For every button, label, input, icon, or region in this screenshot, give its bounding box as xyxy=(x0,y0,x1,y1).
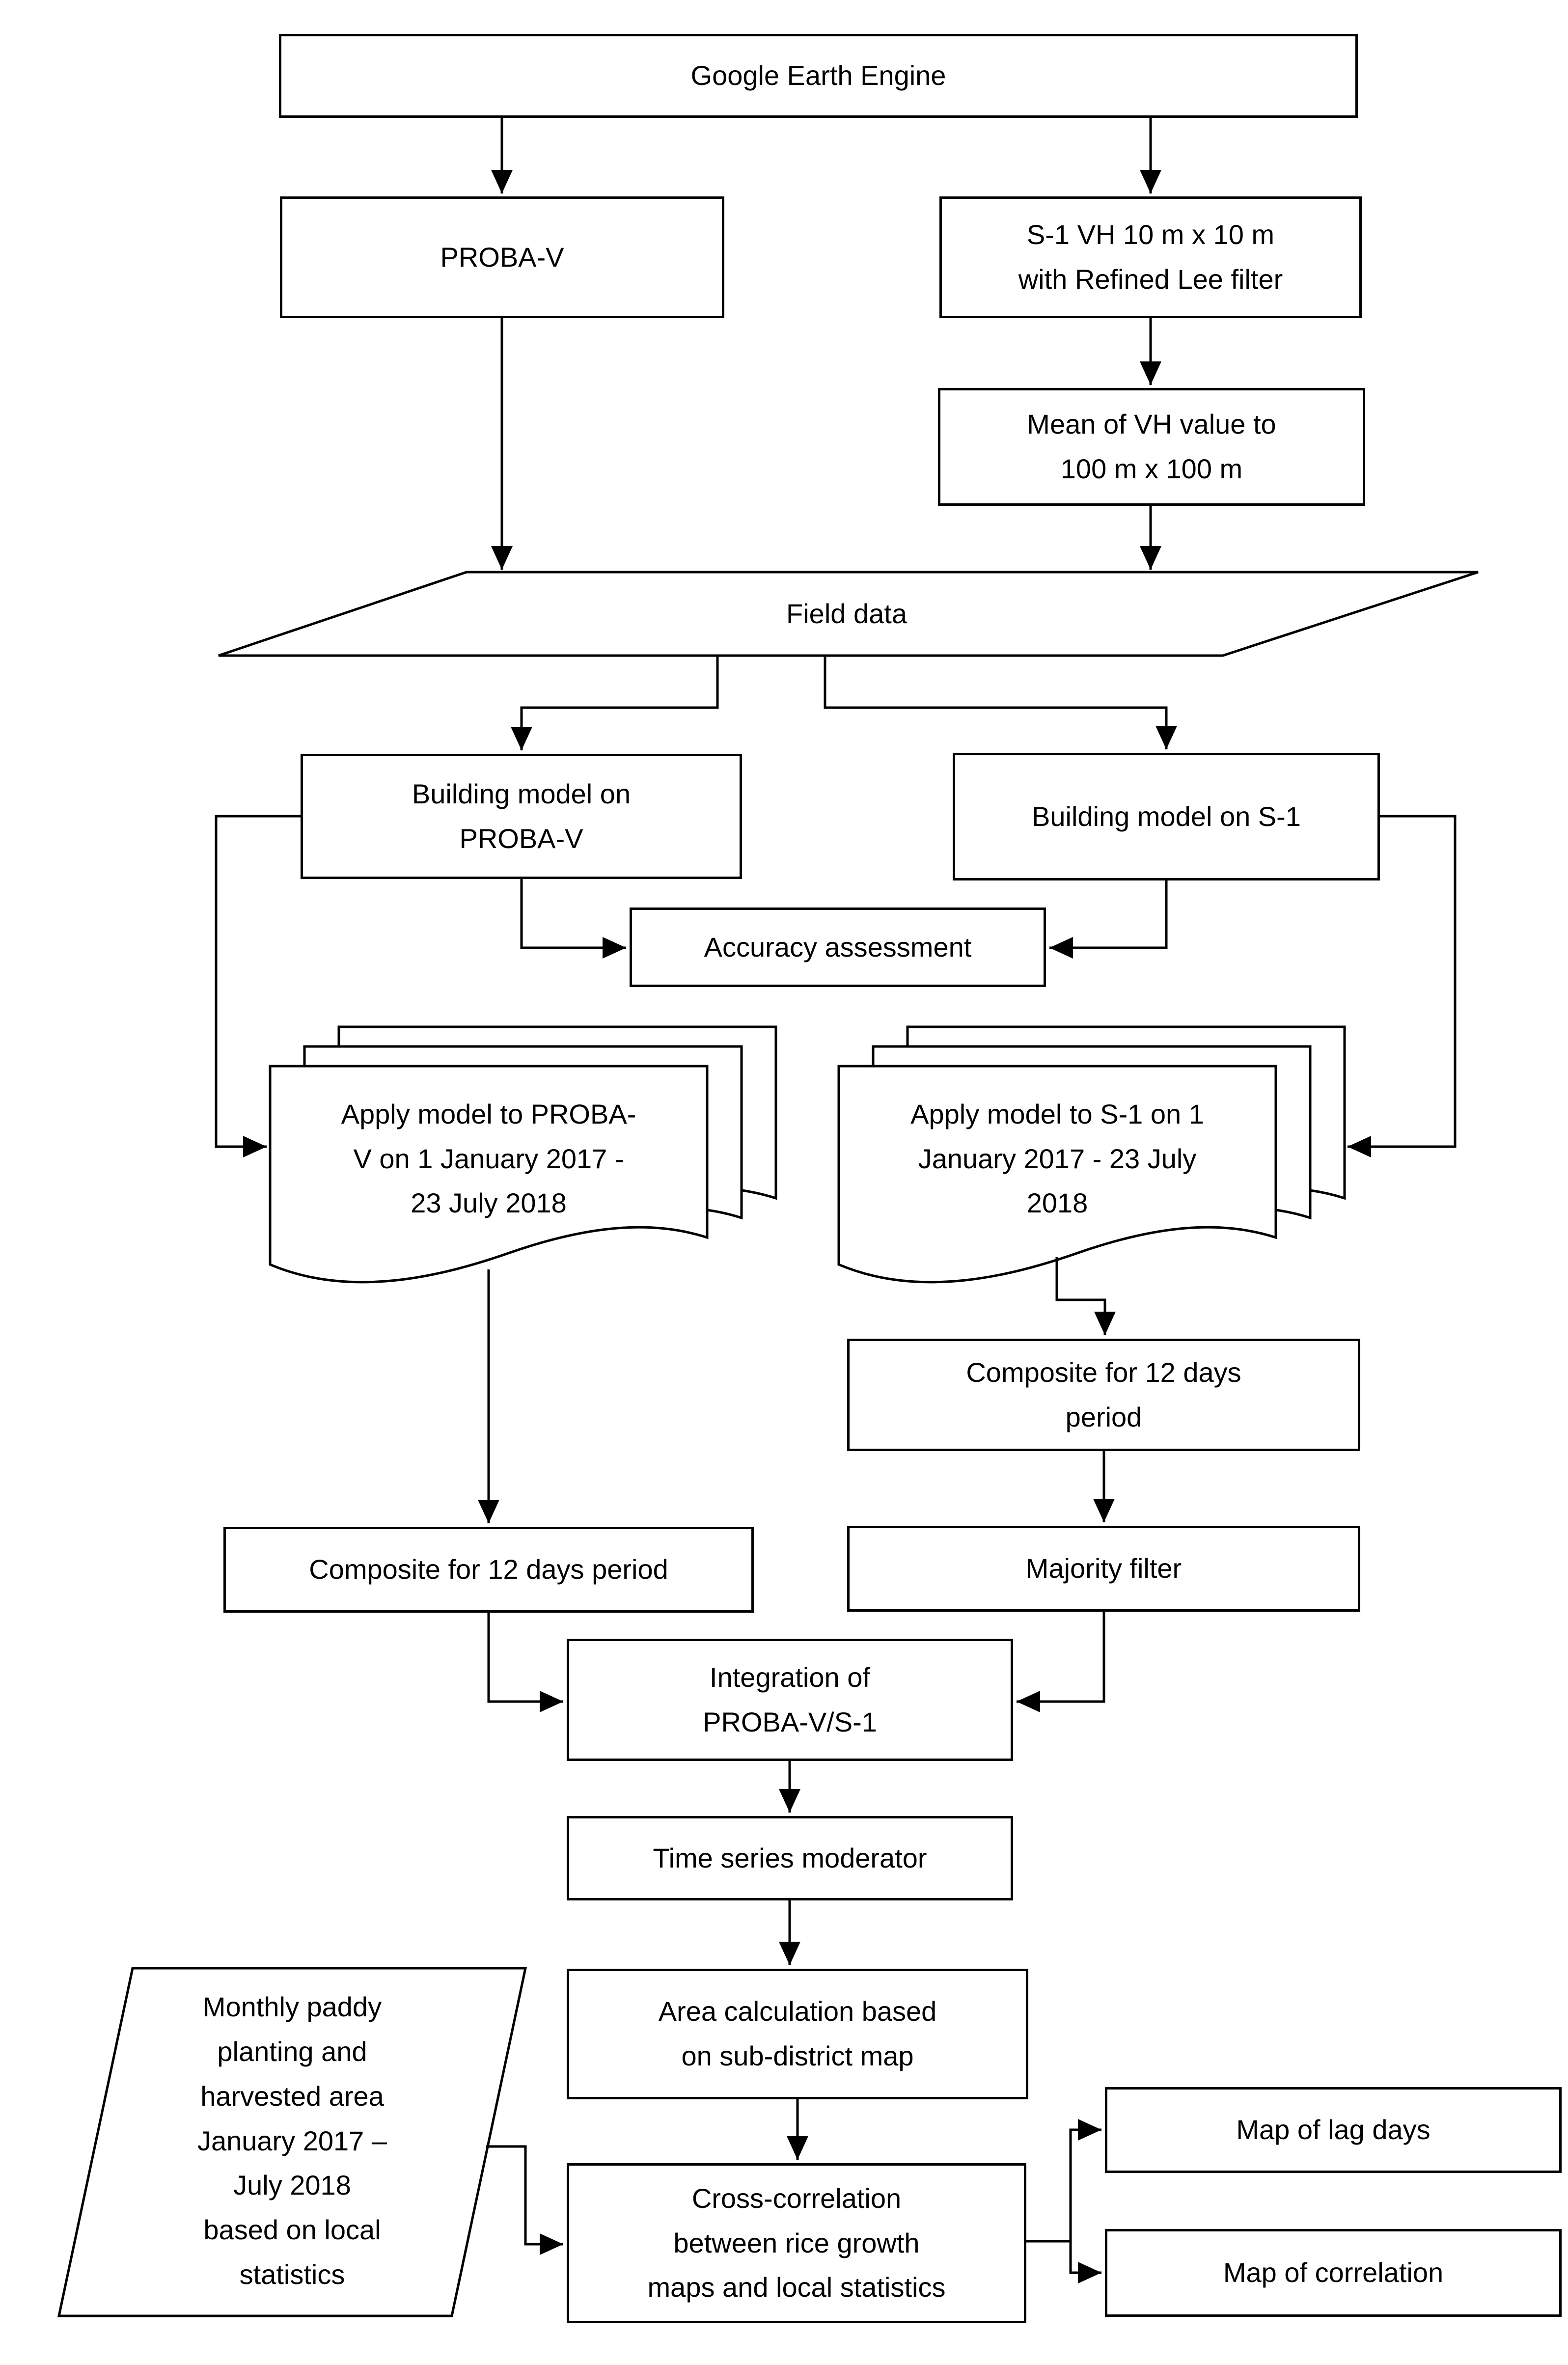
node-integration: Integration of PROBA-V/S-1 xyxy=(567,1639,1013,1761)
node-time-series-moderator: Time series moderator xyxy=(567,1816,1013,1900)
node-apply-model-probav: Apply model to PROBA- V on 1 January 201… xyxy=(282,1088,695,1230)
connector-buildprobav-to-accuracy xyxy=(520,879,626,959)
node-google-earth-engine-label: Google Earth Engine xyxy=(690,60,946,91)
connector-monthlystats-to-crosscorr xyxy=(486,2145,563,2255)
node-composite-12days-probav-label: Composite for 12 days period xyxy=(309,1554,668,1585)
connector-builds1-to-accuracy xyxy=(1049,880,1168,959)
connector-fielddata-to-builds1 xyxy=(824,656,1177,749)
node-apply-model-s1-label: Apply model to S-1 on 1 January 2017 - 2… xyxy=(910,1098,1204,1219)
node-cross-correlation: Cross-correlation between rice growth ma… xyxy=(567,2163,1026,2323)
field-data-parallelogram xyxy=(218,571,1479,657)
node-majority-filter-label: Majority filter xyxy=(1025,1553,1182,1584)
node-area-calculation-label: Area calculation based on sub-district m… xyxy=(658,1996,937,2071)
node-map-of-correlation: Map of correlation xyxy=(1105,2229,1562,2317)
node-proba-v-label: PROBA-V xyxy=(440,241,564,273)
node-integration-label: Integration of PROBA-V/S-1 xyxy=(703,1661,877,1737)
connectors xyxy=(215,118,1457,2283)
node-composite-12days-probav: Composite for 12 days period xyxy=(223,1527,754,1613)
node-monthly-statistics: Monthly paddy planting and harvested are… xyxy=(83,1979,501,2303)
connector-buildprobav-to-applyprobav xyxy=(215,815,301,1157)
connector-crosscorr-to-maplag xyxy=(1026,2119,1101,2243)
node-google-earth-engine: Google Earth Engine xyxy=(279,34,1358,118)
node-mean-vh-label: Mean of VH value to 100 m x 100 m xyxy=(1027,409,1276,484)
node-time-series-moderator-label: Time series moderator xyxy=(653,1842,927,1873)
node-mean-vh: Mean of VH value to 100 m x 100 m xyxy=(938,388,1365,506)
node-building-model-probav: Building model on PROBA-V xyxy=(301,754,742,879)
node-composite-12days-s1-label: Composite for 12 days period xyxy=(966,1356,1241,1432)
connector-crosscorr-to-mapcorr xyxy=(1069,2241,1101,2283)
node-apply-model-s1: Apply model to S-1 on 1 January 2017 - 2… xyxy=(851,1088,1264,1230)
node-map-of-lag-days-label: Map of lag days xyxy=(1236,2114,1430,2145)
node-building-model-s1: Building model on S-1 xyxy=(953,753,1380,880)
node-area-calculation: Area calculation based on sub-district m… xyxy=(567,1969,1028,2099)
connector-builds1-to-applys1 xyxy=(1348,815,1457,1157)
apply-probav-document-stack xyxy=(269,1025,777,1284)
apply-s1-document-stack xyxy=(837,1025,1346,1284)
node-field-data: Field data xyxy=(552,577,1141,651)
node-accuracy-assessment: Accuracy assessment xyxy=(630,908,1046,987)
connector-compositeprobav-to-integration xyxy=(487,1613,563,1712)
document-page-front xyxy=(837,1065,1277,1284)
document-page-front xyxy=(269,1065,709,1284)
node-building-model-s1-label: Building model on S-1 xyxy=(1032,800,1301,832)
node-building-model-probav-label: Building model on PROBA-V xyxy=(412,778,631,854)
node-s1-vh: S-1 VH 10 m x 10 m with Refined Lee filt… xyxy=(939,196,1362,318)
node-composite-12days-s1: Composite for 12 days period xyxy=(847,1339,1360,1451)
node-s1-vh-label: S-1 VH 10 m x 10 m with Refined Lee filt… xyxy=(1018,219,1283,295)
connector-majority-to-integration xyxy=(1017,1612,1105,1712)
node-map-of-lag-days: Map of lag days xyxy=(1105,2087,1562,2173)
node-cross-correlation-label: Cross-correlation between rice growth ma… xyxy=(647,2182,946,2303)
node-map-of-correlation-label: Map of correlation xyxy=(1223,2257,1444,2288)
connector-fielddata-to-buildprobav xyxy=(511,656,719,750)
node-proba-v: PROBA-V xyxy=(280,196,724,318)
node-majority-filter: Majority filter xyxy=(847,1526,1360,1612)
node-monthly-statistics-label: Monthly paddy planting and harvested are… xyxy=(197,1991,387,2290)
node-field-data-label: Field data xyxy=(786,598,907,629)
node-accuracy-assessment-label: Accuracy assessment xyxy=(704,931,972,962)
node-apply-model-probav-label: Apply model to PROBA- V on 1 January 201… xyxy=(341,1098,636,1219)
connector-applys1-to-composites1 xyxy=(1055,1257,1116,1335)
monthly-statistics-parallelogram xyxy=(57,1967,527,2317)
